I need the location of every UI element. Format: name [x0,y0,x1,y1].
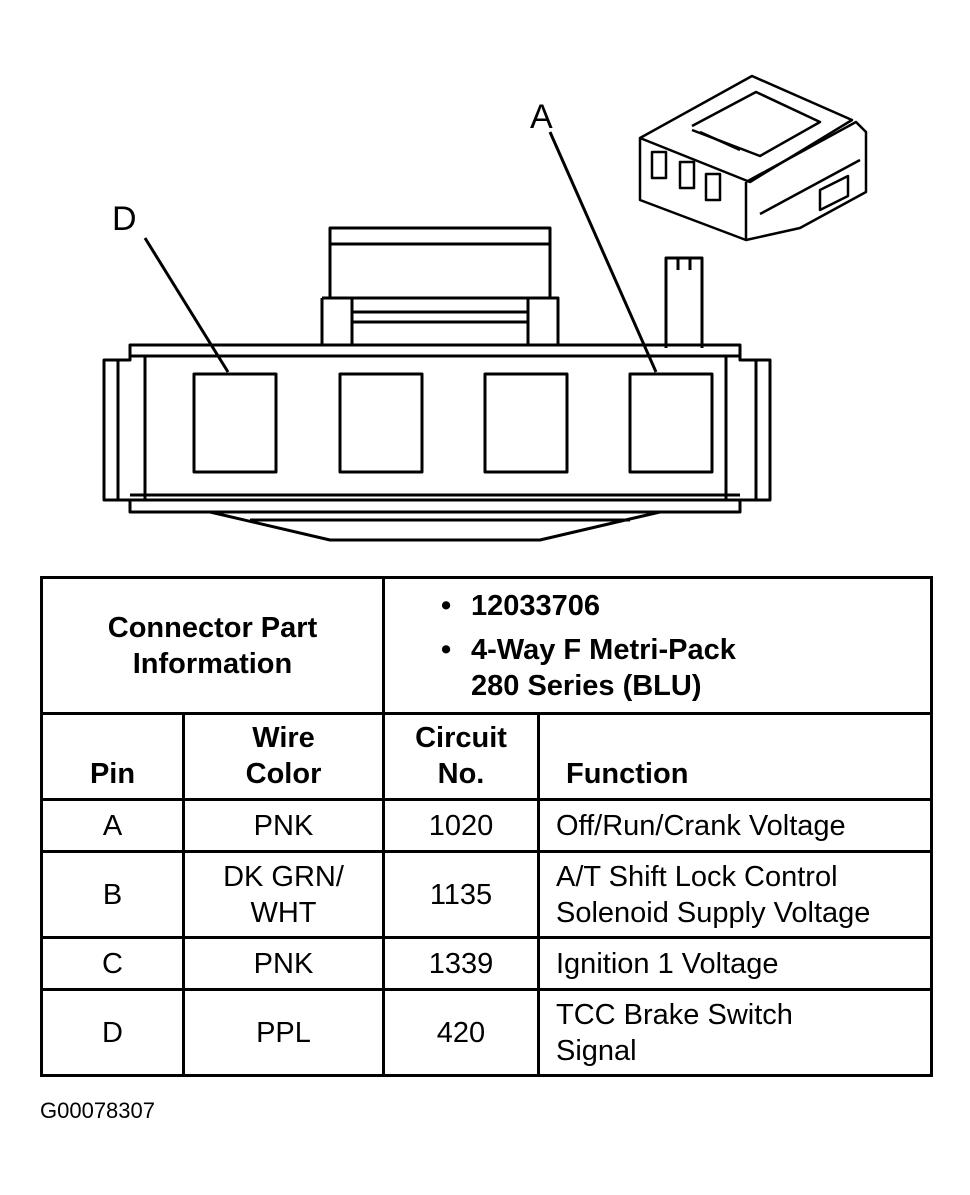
col-header-function: Function [537,712,933,801]
function-cell: Off/Run/Crank Voltage [537,798,933,853]
circuit-cell: 420 [382,988,540,1077]
leader-line-a [548,131,658,373]
part-description-line1: 4-Way F Metri-Pack [471,633,736,666]
circuit-cell: 1020 [382,798,540,853]
cavity-d [192,372,278,474]
callout-label-d: D [112,200,137,238]
cavity-b [483,372,569,474]
wire-color-cell: PPL [182,988,385,1077]
table-row: B DK GRN/WHT 1135 A/T Shift Lock Control… [40,850,933,939]
connector-table: Connector Part Information • 12033706 • 4-… [40,576,933,1077]
part-number: 12033706 [471,589,601,622]
part-info-values-cell: • 12033706 • 4-Way F Metri-Pack 280 Series… [382,576,933,715]
function-cell: Ignition 1 Voltage [537,936,933,991]
table-row: A PNK 1020 Off/Run/Crank Voltage [40,798,933,853]
part-description-line2: 280 Series (BLU) [471,669,702,702]
connector-post [664,256,704,348]
wire-color-cell: PNK [182,798,385,853]
part-info-label-cell: Connector Part Information [40,576,385,715]
col-header-pin: Pin [40,712,185,801]
bullet-icon: • [441,633,452,666]
connector-illustration [102,74,868,542]
pin-cell: D [40,988,185,1077]
cavity-a [628,372,714,474]
part-info-row: Connector Part Information • 12033706 • 4-… [40,576,933,715]
part-info-label: Connector Part Information [107,611,318,680]
figure-id: G00078307 [40,1098,155,1123]
connector-thumbnail [638,74,868,242]
table-row: C PNK 1339 Ignition 1 Voltage [40,936,933,991]
cavity-c [338,372,424,474]
callout-label-a: A [530,98,553,136]
pin-cell: B [40,850,185,939]
circuit-cell: 1339 [382,936,540,991]
pin-cell: A [40,798,185,853]
wire-color-cell: DK GRN/WHT [182,850,385,939]
connector-body [102,343,772,542]
wire-color-cell: PNK [182,936,385,991]
circuit-cell: 1135 [382,850,540,939]
bullet-icon: • [441,589,452,622]
connector-latch [320,226,560,345]
pin-cell: C [40,936,185,991]
leader-line-d [143,237,230,373]
